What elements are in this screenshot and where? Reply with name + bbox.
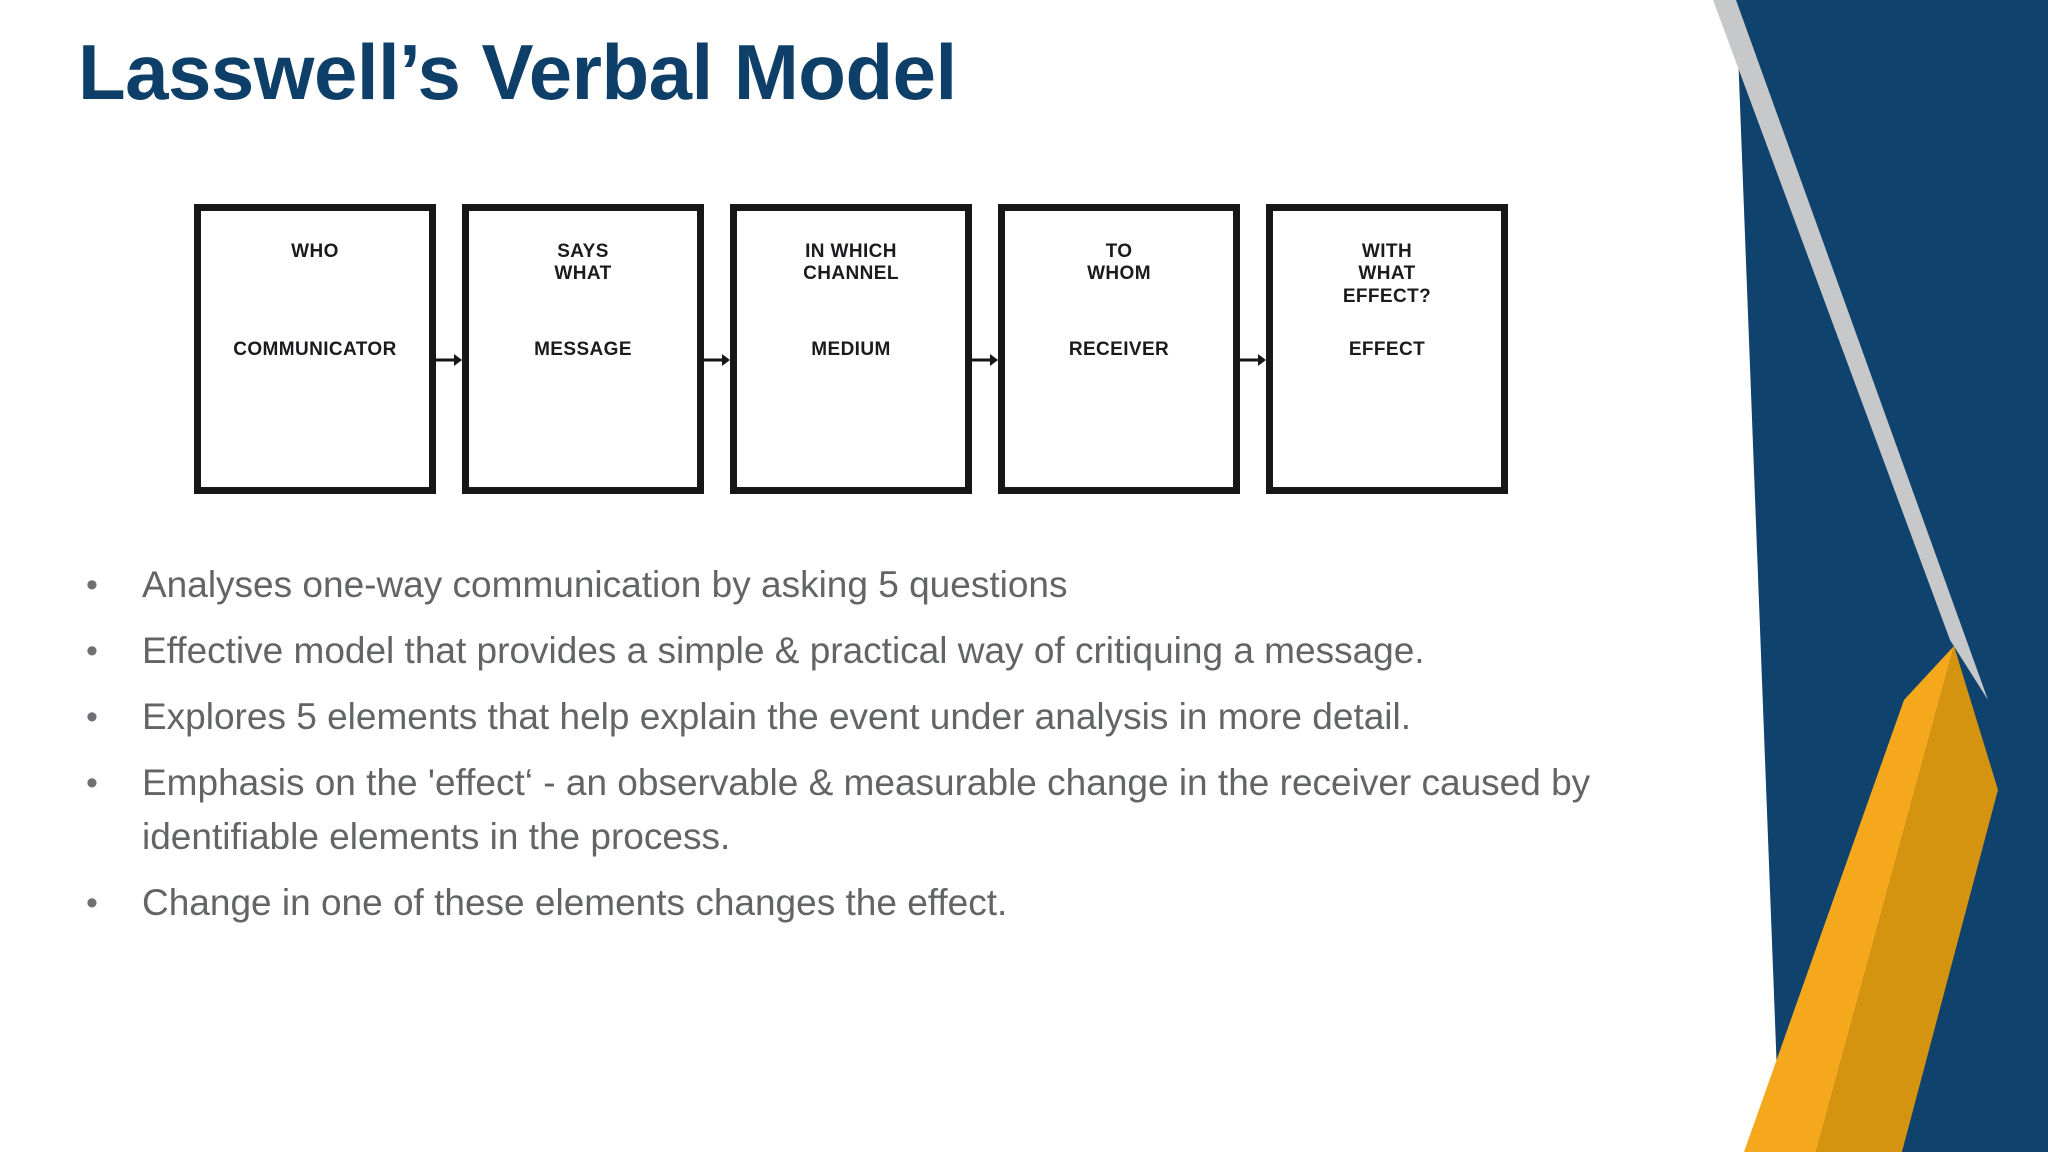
list-item-text: Analyses one-way communication by asking… [142, 564, 1068, 605]
connector-4 [1240, 204, 1266, 494]
connector-3 [972, 204, 998, 494]
stage-question: WHO [291, 241, 339, 262]
list-item-text: Change in one of these elements changes … [142, 882, 1008, 923]
bullet-marker-icon: • [86, 764, 98, 802]
arrow-right-icon [436, 354, 462, 366]
list-item-text: Emphasis on the 'effect‘ - an observable… [142, 762, 1591, 857]
list-item: • Effective model that provides a simple… [70, 624, 1670, 678]
bullet-marker-icon: • [86, 884, 98, 922]
list-item-text: Effective model that provides a simple &… [142, 630, 1425, 671]
arrow-right-icon [1240, 354, 1266, 366]
stage-answer: RECEIVER [1068, 339, 1170, 360]
list-item: • Change in one of these elements change… [70, 876, 1670, 930]
arrow-right-icon [704, 354, 730, 366]
stage-answer: EFFECT [1348, 339, 1426, 360]
stage-box-who: WHO COMMUNICATOR [194, 204, 436, 494]
list-item: • Analyses one-way communication by aski… [70, 558, 1670, 612]
decor-grey-shape [1713, 0, 1988, 700]
stage-answer: MESSAGE [534, 339, 632, 360]
decor-navy-shape [1736, 0, 2048, 1152]
arrow-right-icon [972, 354, 998, 366]
decorative-chevron-graphic [1713, 0, 2048, 1152]
connector-2 [704, 204, 730, 494]
decor-amber-dark-shape [1816, 646, 1998, 1152]
bullet-marker-icon: • [86, 632, 98, 670]
list-item-text: Explores 5 elements that help explain th… [142, 696, 1412, 737]
stage-answer: COMMUNICATOR [233, 339, 397, 360]
bullet-marker-icon: • [86, 698, 98, 736]
list-item: • Explores 5 elements that help explain … [70, 690, 1670, 744]
connector-1 [436, 204, 462, 494]
decor-navy-overlay [1902, 700, 2048, 1152]
page-title: Lasswell’s Verbal Model [78, 28, 957, 116]
bullet-marker-icon: • [86, 566, 98, 604]
bullet-list: • Analyses one-way communication by aski… [70, 558, 1670, 942]
list-item: • Emphasis on the 'effect‘ - an observab… [70, 756, 1670, 864]
stage-answer: MEDIUM [811, 339, 891, 360]
decor-amber-light-shape [1744, 646, 1954, 1152]
